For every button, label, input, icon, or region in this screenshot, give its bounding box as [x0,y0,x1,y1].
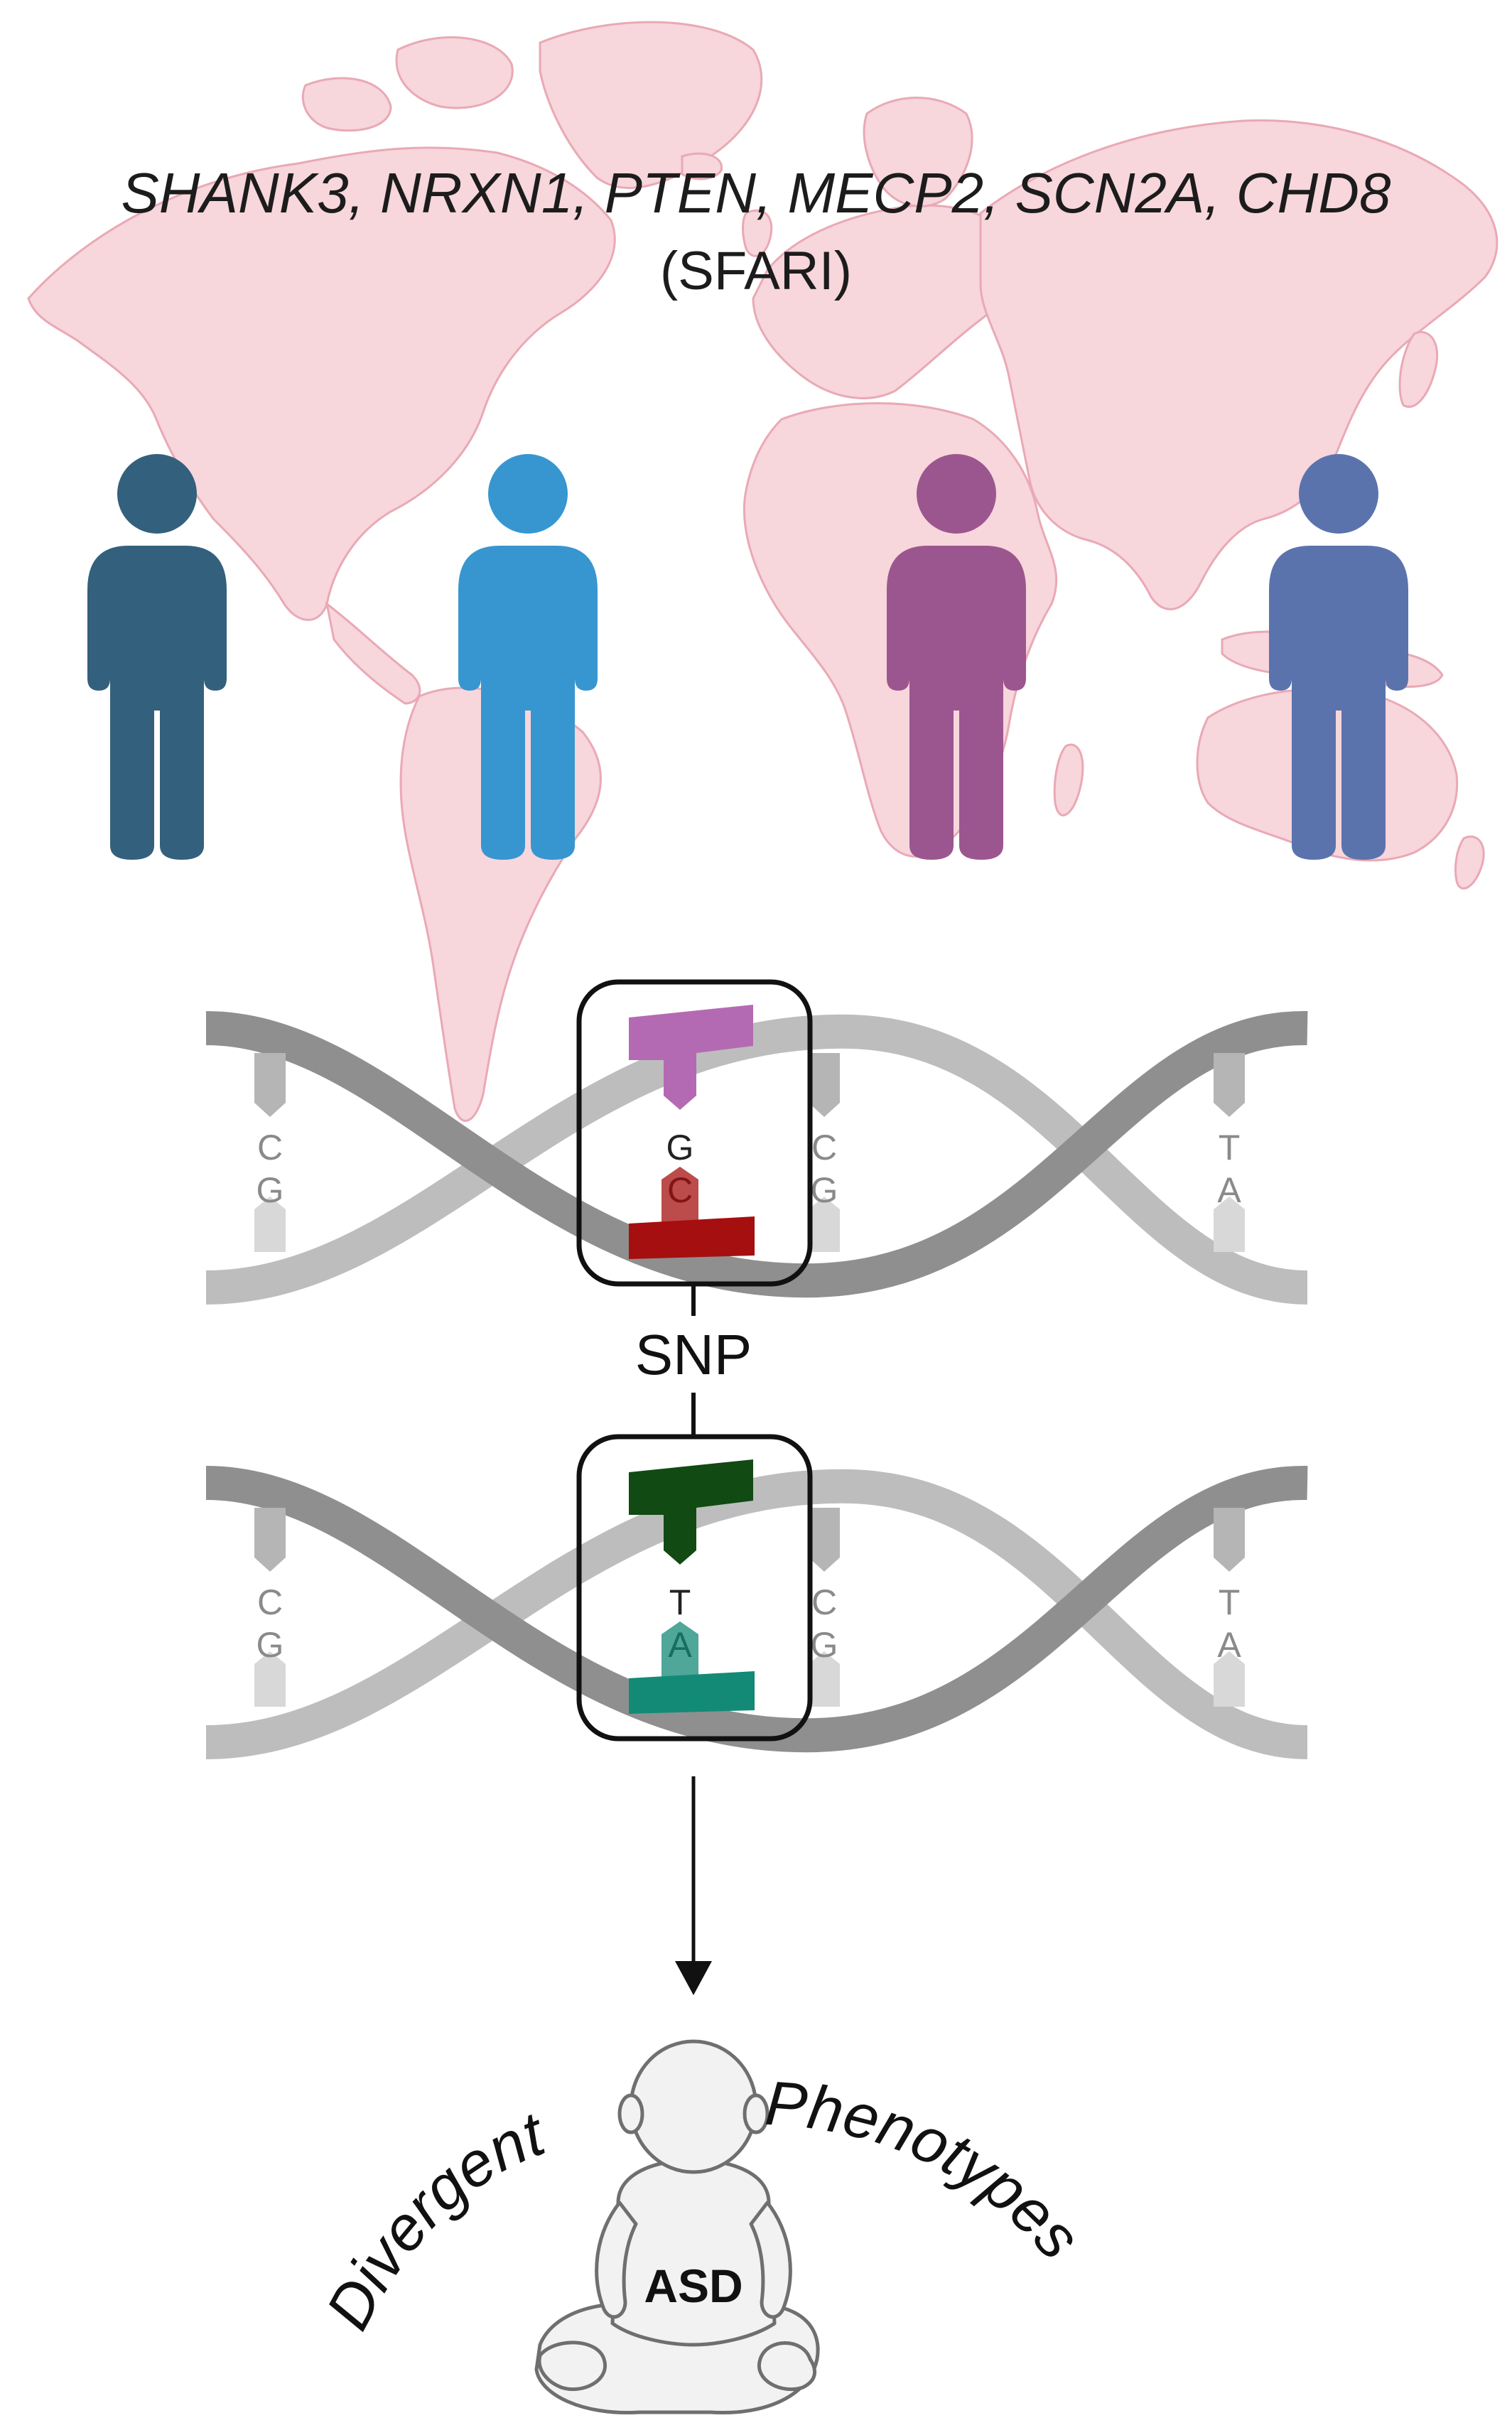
base-letter: C [811,1582,837,1622]
divergent-label: Divergent [312,2097,556,2340]
base-tab [254,1651,286,1707]
base-letter: G [256,1170,284,1210]
base-letter: A [1217,1625,1241,1665]
base-letter: T [1219,1128,1241,1167]
base-letter: G [256,1625,284,1665]
population-figures [87,454,1408,860]
base-letter: A [1217,1170,1241,1210]
snp-base-top [629,1459,753,1565]
dna-strand [205,1014,1308,1305]
base-letter: C [811,1128,837,1167]
dna-strand [205,1010,1308,1298]
base-tab [809,1053,840,1117]
dna-variant-helix: CGTACGTA [205,1434,1308,1759]
base-letter: G [666,1128,694,1167]
base-tab [1214,1053,1245,1117]
gene-source: (SFARI) [659,241,853,301]
person-icon [87,454,227,860]
asd-label: ASD [644,2259,742,2312]
dna-reference-helix: CGGCCGTA [205,979,1308,1305]
dna-strand [205,1469,1308,1759]
base-tab [254,1197,286,1252]
base-letter: G [811,1625,838,1665]
snp-base-bottom [662,1621,698,1678]
base-letter: C [257,1128,283,1167]
arrow-down-icon [675,1776,712,1995]
gene-list: SHANK3, NRXN1, PTEN, MECP2, SCN2A, CHD8 [121,161,1391,225]
base-tab [1214,1197,1245,1252]
baby-illustration [534,2039,820,2415]
snp-connector: SNP [635,1283,752,1437]
phenotypes-label: Phenotypes [763,2068,1095,2272]
base-tab [809,1651,840,1707]
base-letter: C [257,1582,283,1622]
dna-strand [205,1465,1308,1753]
base-letter: T [1219,1582,1241,1622]
snp-label: SNP [635,1323,752,1386]
person-icon [458,454,598,860]
base-tab [254,1053,286,1117]
base-letter: T [669,1582,691,1622]
snp-strand-bottom [629,1671,755,1714]
base-letter: G [811,1170,838,1210]
snp-base-bottom [662,1167,698,1224]
snp-base-top [629,1005,753,1110]
base-tab [809,1197,840,1252]
base-tab [1214,1508,1245,1572]
base-tab [254,1508,286,1572]
person-icon [1269,454,1408,860]
base-tab [809,1508,840,1572]
snp-highlight-box [576,1434,813,1742]
base-tab [1214,1651,1245,1707]
snp-strand-bottom [629,1216,755,1259]
person-icon [887,454,1026,860]
